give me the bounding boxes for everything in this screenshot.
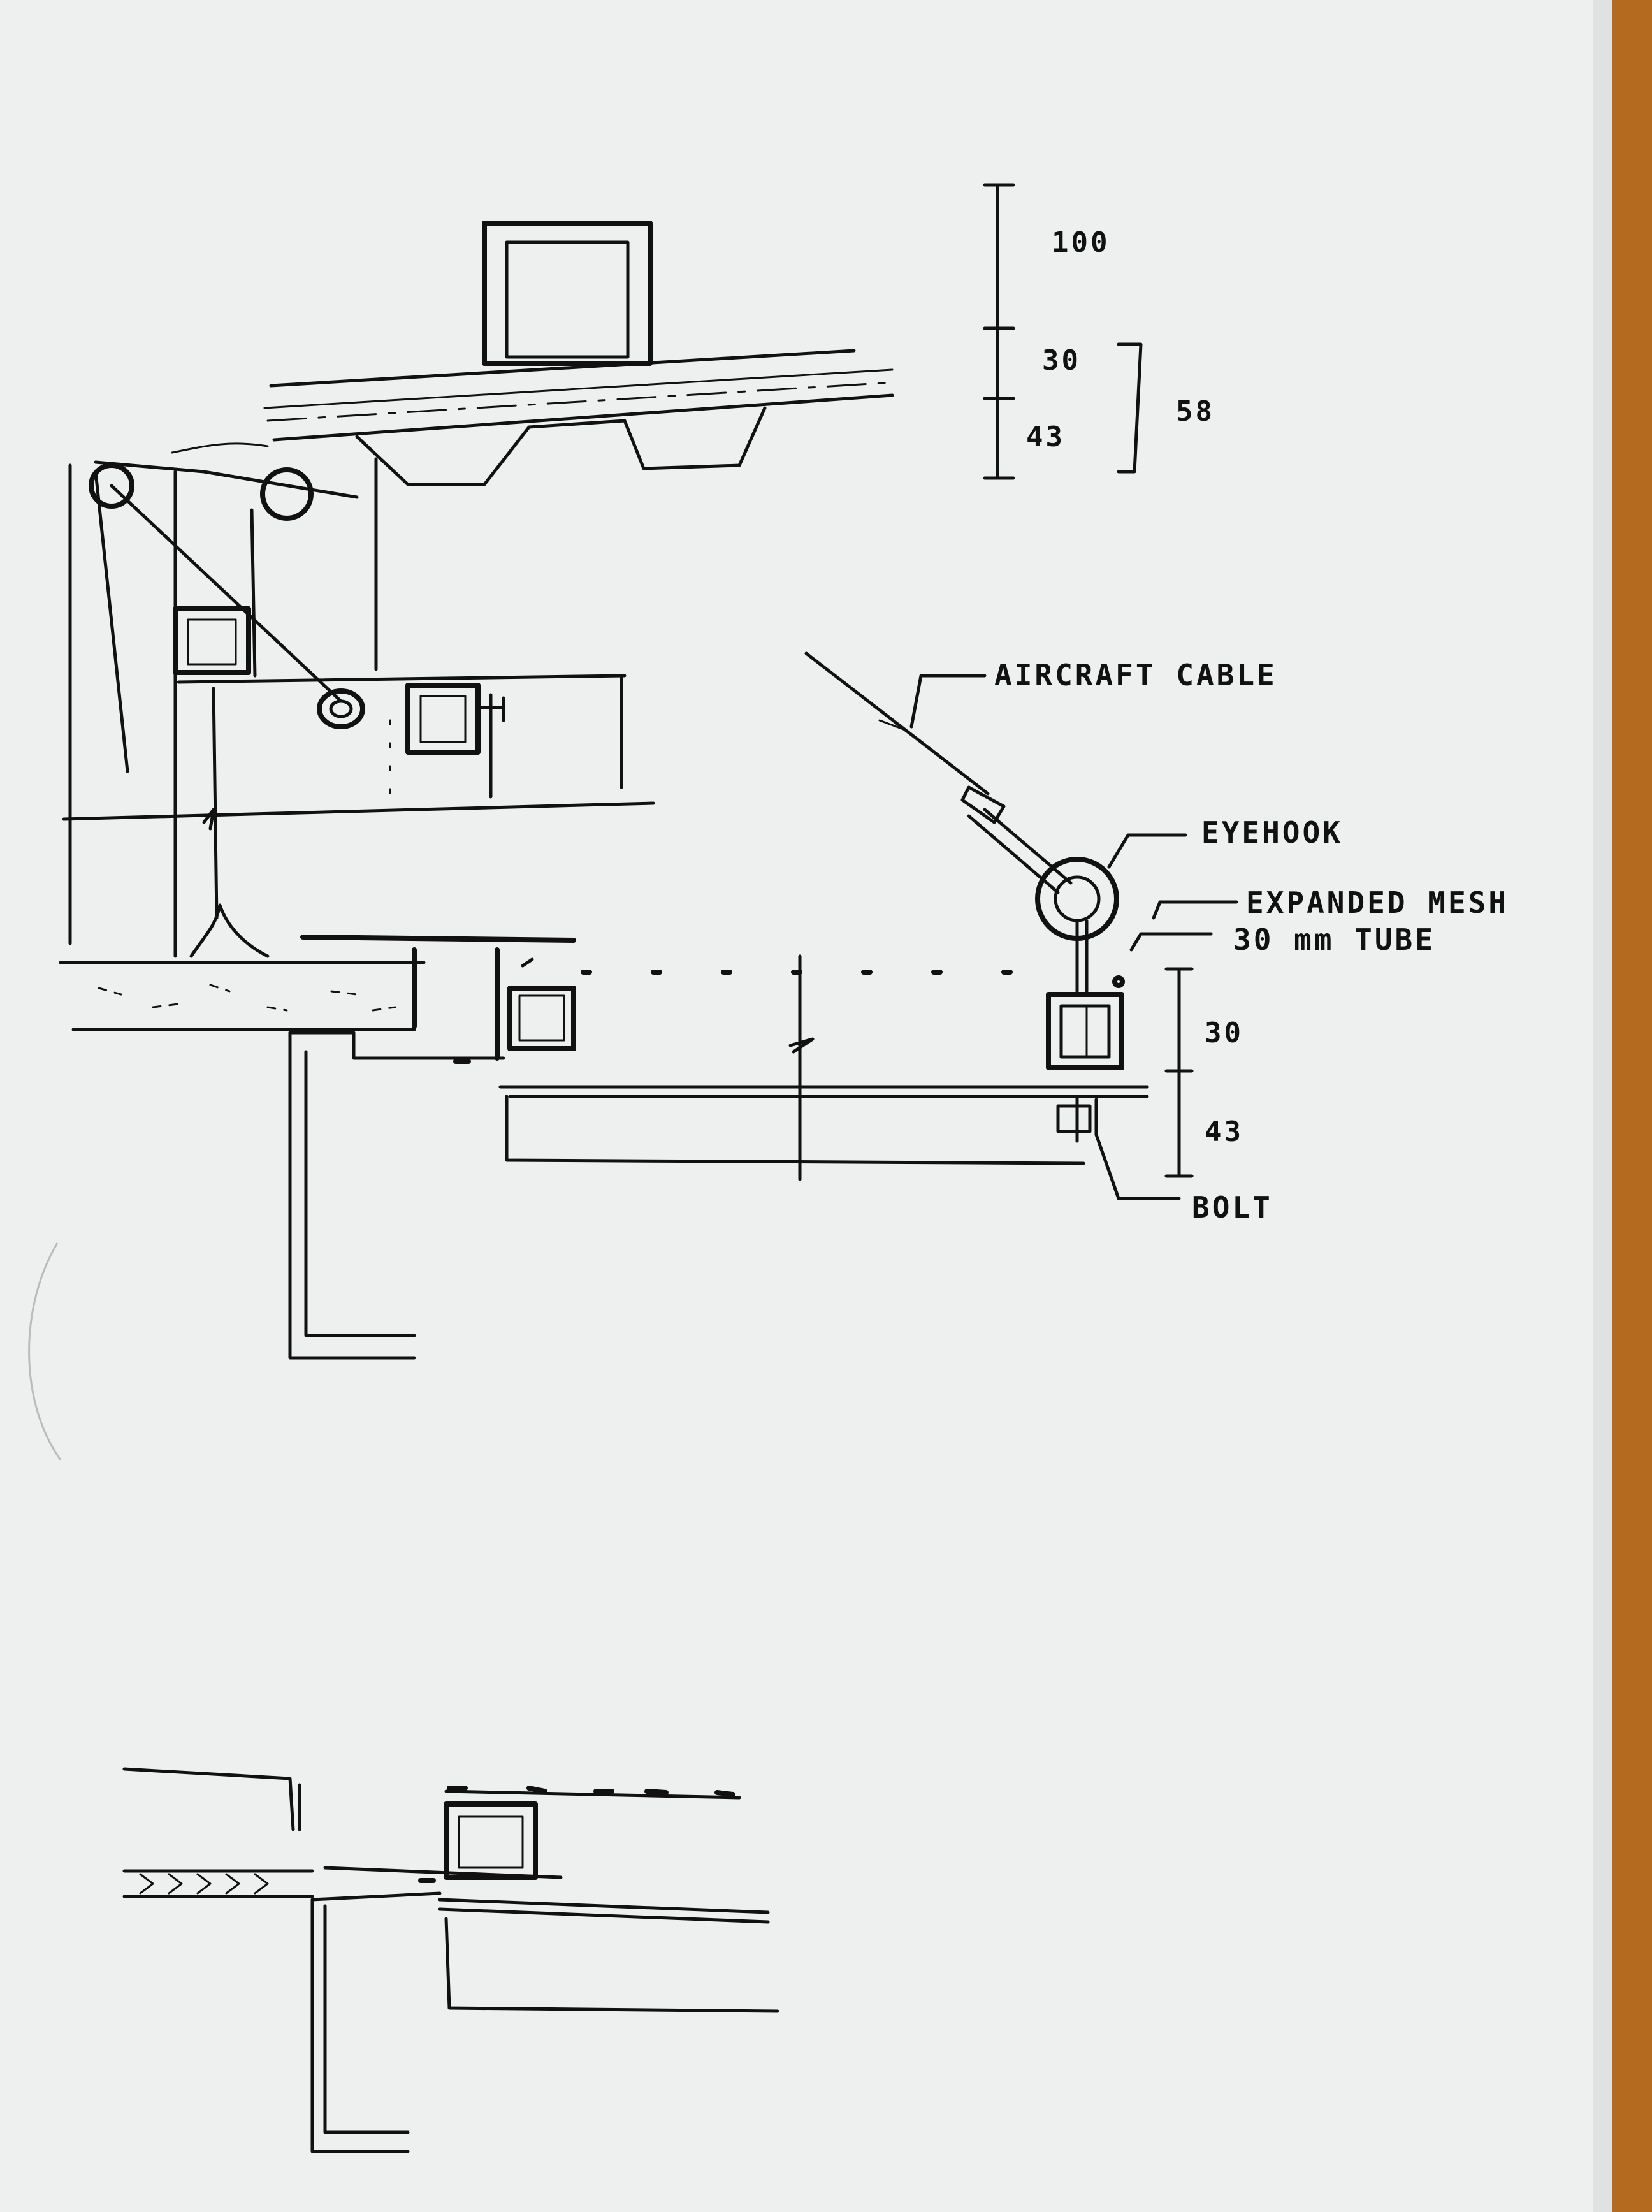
dim-30-top: 30: [1042, 344, 1081, 377]
bottom-detail: [122, 1767, 779, 2153]
dim-43-top: 43: [1026, 421, 1065, 453]
beam-section-top: [263, 221, 894, 486]
paper-edge-shadow: [1593, 0, 1612, 2212]
label-bolt: BOLT: [1192, 1190, 1273, 1225]
paper-sheet: [0, 0, 1612, 2212]
dimension-stack-top: [983, 183, 1143, 480]
dim-100: 100: [1052, 226, 1110, 259]
dim-43-detail: 43: [1205, 1116, 1243, 1148]
label-eyehook: EYEHOOK: [1201, 815, 1343, 850]
label-tube: 30 mm TUBE: [1233, 922, 1435, 957]
label-aircraft-cable: AIRCRAFT CABLE: [994, 658, 1277, 692]
label-expanded-mesh: EXPANDED MESH: [1246, 885, 1509, 920]
dim-30-detail: 30: [1205, 1017, 1243, 1049]
concrete-slab: [59, 935, 1149, 1360]
connection-detail: [804, 651, 1238, 1200]
dim-58: 58: [1176, 395, 1215, 428]
frame-structure: [62, 442, 655, 958]
page-curl: [28, 1242, 62, 1460]
